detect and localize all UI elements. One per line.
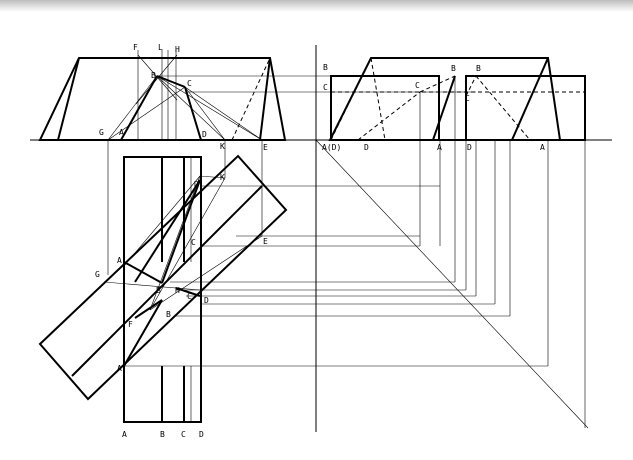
label-B-side-1: B bbox=[323, 63, 328, 72]
diagonal-miter-line bbox=[315, 139, 589, 429]
label-B-front: B bbox=[151, 71, 156, 80]
label-F-plan: F bbox=[128, 320, 133, 329]
label-B-side-3: B bbox=[476, 64, 481, 73]
side-view-hidden-1 bbox=[330, 57, 372, 141]
label-B-side-2: B bbox=[451, 64, 456, 73]
label-D-plan-2: D bbox=[204, 296, 209, 305]
side-view-hidden-5 bbox=[370, 57, 386, 141]
label-K-front: K bbox=[220, 142, 225, 151]
front-view-construction bbox=[107, 50, 476, 141]
label-D-front: D bbox=[202, 130, 207, 139]
plan-slab-inner-1 bbox=[71, 185, 263, 377]
side-view-hidden-2 bbox=[357, 91, 421, 141]
side-view-solid-AB bbox=[432, 75, 456, 141]
label-AD-side: A(D) bbox=[322, 143, 341, 152]
label-A-side-1: A bbox=[437, 143, 442, 152]
label-C-front: C bbox=[187, 79, 192, 88]
label-C-side-2: C bbox=[415, 81, 420, 90]
plan-rotated-slab bbox=[38, 154, 288, 401]
label-D-plan: D bbox=[194, 180, 199, 189]
side-view-solid-A2 bbox=[511, 57, 549, 141]
plan-slab-edge-HC bbox=[175, 287, 201, 297]
front-view-inner-left bbox=[57, 57, 80, 141]
front-view-solid-BC bbox=[156, 75, 186, 88]
label-A-front: A bbox=[119, 128, 124, 137]
label-B-plan: B bbox=[156, 286, 161, 295]
front-view-inner-right bbox=[259, 57, 271, 141]
label-E-plan: E bbox=[263, 237, 268, 246]
label-C-plan-2: C bbox=[187, 292, 192, 301]
front-view-solid-AB bbox=[120, 75, 158, 141]
label-C-plan: C bbox=[191, 238, 196, 247]
plan-slab-edge-BC bbox=[161, 179, 201, 284]
plan-slab-edge-FB bbox=[134, 299, 163, 319]
side-view-hidden-6 bbox=[475, 75, 531, 141]
side-view-rect-right bbox=[465, 75, 586, 141]
side-view-hidden-7 bbox=[465, 75, 477, 97]
side-view-construction bbox=[419, 76, 456, 140]
label-C-side-1: C bbox=[323, 83, 328, 92]
side-to-plan-projections bbox=[419, 140, 586, 428]
label-C-side-3: C bbox=[465, 94, 470, 103]
plan-slab-inner-2 bbox=[134, 179, 201, 283]
label-E-front: E bbox=[263, 143, 268, 152]
label-G-front: G bbox=[99, 128, 104, 137]
label-G-plan: G bbox=[95, 270, 100, 279]
label-B-bottom: B bbox=[160, 430, 165, 439]
label-A-bottom: A bbox=[122, 430, 127, 439]
label-H-plan: H bbox=[175, 286, 180, 295]
plan-slab-edge-BA bbox=[123, 299, 163, 367]
label-F-top: F bbox=[133, 43, 138, 52]
label-C-bottom: C bbox=[181, 430, 186, 439]
label-A-plan: A bbox=[117, 256, 122, 265]
plan-construction bbox=[103, 140, 548, 367]
label-B-plan-2: B bbox=[166, 310, 171, 319]
front-view-hidden-edge bbox=[231, 57, 271, 141]
label-D-side-2: D bbox=[467, 143, 472, 152]
scan-edge-strip bbox=[0, 0, 633, 12]
label-D-bottom: D bbox=[199, 430, 204, 439]
label-H-top: H bbox=[175, 45, 180, 54]
label-L-top: L bbox=[158, 43, 163, 52]
label-A-side-2: A bbox=[540, 143, 545, 152]
label-D-side-1: D bbox=[364, 143, 369, 152]
plan-slab-edge-AB bbox=[123, 261, 163, 284]
front-view-solid-CD bbox=[184, 86, 202, 141]
label-K-plan: K bbox=[220, 173, 225, 182]
side-view-rect-left bbox=[330, 75, 440, 141]
label-A-plan-2: A bbox=[117, 364, 122, 373]
